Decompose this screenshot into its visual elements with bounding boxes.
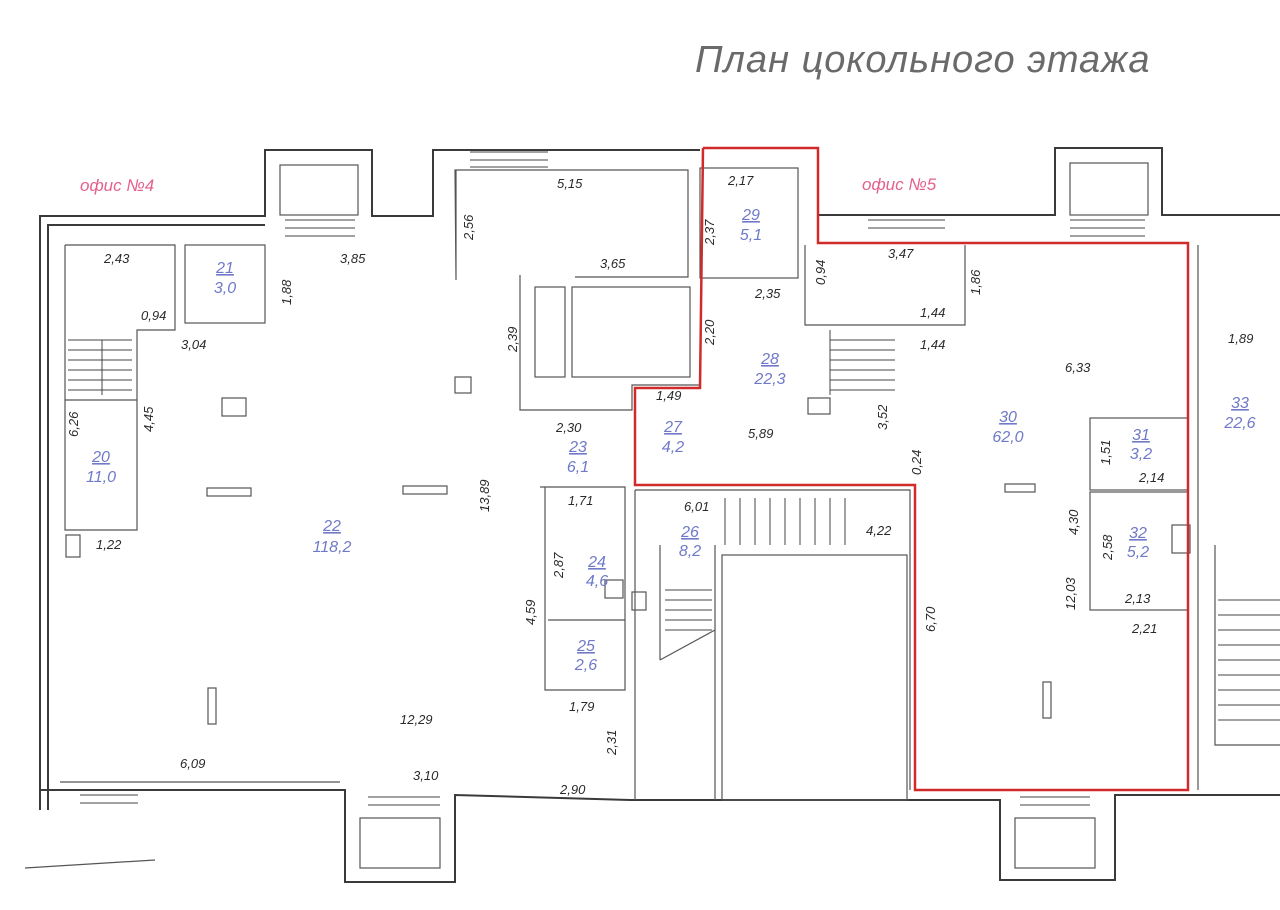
interior-walls-right (1004, 245, 1280, 790)
dimension-label: 1,88 (279, 279, 294, 305)
dimension-label: 2,13 (1124, 591, 1151, 606)
dimension-label: 1,51 (1098, 440, 1113, 465)
office-label-4: офис №4 (80, 176, 154, 195)
dimension-labels: 2,43 0,94 3,04 1,88 3,85 2,56 5,15 3,65 … (66, 173, 1253, 797)
dimension-label: 2,31 (604, 730, 619, 756)
stairs-center (665, 330, 895, 631)
room-26-number: 26 (680, 524, 699, 541)
room-33-area: 22,6 (1223, 415, 1255, 432)
dimension-label: 2,56 (461, 214, 476, 241)
dimension-label: 3,85 (340, 251, 366, 266)
room-29-number: 29 (741, 207, 760, 224)
office-5-boundary (633, 146, 1190, 792)
room-32-area: 5,2 (1127, 544, 1149, 561)
dimension-label: 4,30 (1066, 509, 1081, 535)
top-bays (279, 151, 1149, 237)
dimension-label: 1,44 (920, 337, 945, 352)
dimension-label: 1,86 (968, 269, 983, 295)
dimension-label: 1,89 (1228, 331, 1253, 346)
dimension-label: 6,01 (684, 499, 709, 514)
room-31-number: 31 (1132, 427, 1150, 444)
dimension-label: 2,90 (559, 782, 586, 797)
interior-walls-left (64, 169, 700, 725)
room-25-number: 25 (576, 638, 595, 655)
dimension-label: 2,20 (702, 319, 717, 346)
dimension-label: 2,87 (551, 552, 566, 579)
dimension-label: 2,17 (727, 173, 754, 188)
plan-title: План цокольного этажа (695, 39, 1150, 81)
dimension-label: 1,49 (656, 388, 681, 403)
dimension-label: 1,22 (96, 537, 122, 552)
dimension-label: 0,24 (909, 450, 924, 475)
room-20-area: 11,0 (86, 469, 116, 486)
dimension-label: 3,10 (413, 768, 439, 783)
room-labels: 20 11,0 21 3,0 22 118,2 23 6,1 24 4,6 25… (86, 207, 1256, 674)
room-33-number: 33 (1231, 395, 1249, 412)
room-31-area: 3,2 (1130, 446, 1152, 463)
dimension-label: 4,45 (141, 406, 156, 432)
dimension-label: 1,44 (920, 305, 945, 320)
dimension-label: 2,21 (1131, 621, 1157, 636)
dimension-label: 3,65 (600, 256, 626, 271)
dimension-label: 12,29 (400, 712, 433, 727)
room-21-area: 3,0 (214, 280, 236, 297)
stairs-left (68, 339, 132, 395)
office-label-5: офис №5 (862, 175, 937, 194)
dimension-label: 12,03 (1063, 577, 1078, 610)
room-29-area: 5,1 (740, 227, 762, 244)
room-23-area: 6,1 (567, 459, 589, 476)
dimension-label: 6,09 (180, 756, 205, 771)
room-22-area: 118,2 (313, 539, 352, 556)
dimension-label: 5,15 (557, 176, 583, 191)
room-25-area: 2,6 (574, 657, 597, 674)
dimension-label: 3,04 (181, 337, 206, 352)
dimension-label: 6,26 (66, 411, 81, 437)
bottom-bays (80, 794, 1096, 869)
room-22-number: 22 (322, 518, 341, 535)
dimension-label: 1,71 (568, 493, 593, 508)
dimension-label: 1,79 (569, 699, 594, 714)
dimension-label: 3,52 (875, 404, 890, 430)
dimension-label: 2,43 (103, 251, 130, 266)
building-walls (24, 147, 1280, 883)
room-20-number: 20 (91, 449, 110, 466)
room-24-number: 24 (587, 554, 606, 571)
dimension-label: 2,30 (555, 420, 582, 435)
room-21-number: 21 (215, 260, 234, 277)
dimension-label: 13,89 (477, 479, 492, 512)
dimension-label: 6,70 (923, 606, 938, 632)
room-24-area: 4,6 (586, 573, 608, 590)
dimension-label: 4,22 (866, 523, 892, 538)
room-26-area: 8,2 (679, 543, 701, 560)
room-27-area: 4,2 (662, 439, 684, 456)
dimension-label: 2,35 (754, 286, 781, 301)
dimension-label: 0,94 (813, 260, 828, 285)
dimension-label: 5,89 (748, 426, 773, 441)
room-32-number: 32 (1129, 525, 1147, 542)
room-28-number: 28 (760, 351, 779, 368)
dimension-label: 2,58 (1100, 534, 1115, 561)
dimension-label: 2,14 (1138, 470, 1164, 485)
room-23-number: 23 (568, 439, 587, 456)
dimension-label: 2,39 (505, 327, 520, 353)
room-30-area: 62,0 (992, 429, 1023, 446)
dimension-label: 3,47 (888, 246, 914, 261)
room-28-area: 22,3 (753, 371, 785, 388)
dimension-label: 4,59 (523, 600, 538, 625)
dimension-label: 0,94 (141, 308, 166, 323)
dimension-label: 2,37 (702, 219, 717, 246)
dimension-label: 6,33 (1065, 360, 1091, 375)
interior-walls-center (634, 167, 966, 801)
room-27-number: 27 (663, 419, 683, 436)
room-30-number: 30 (999, 409, 1017, 426)
